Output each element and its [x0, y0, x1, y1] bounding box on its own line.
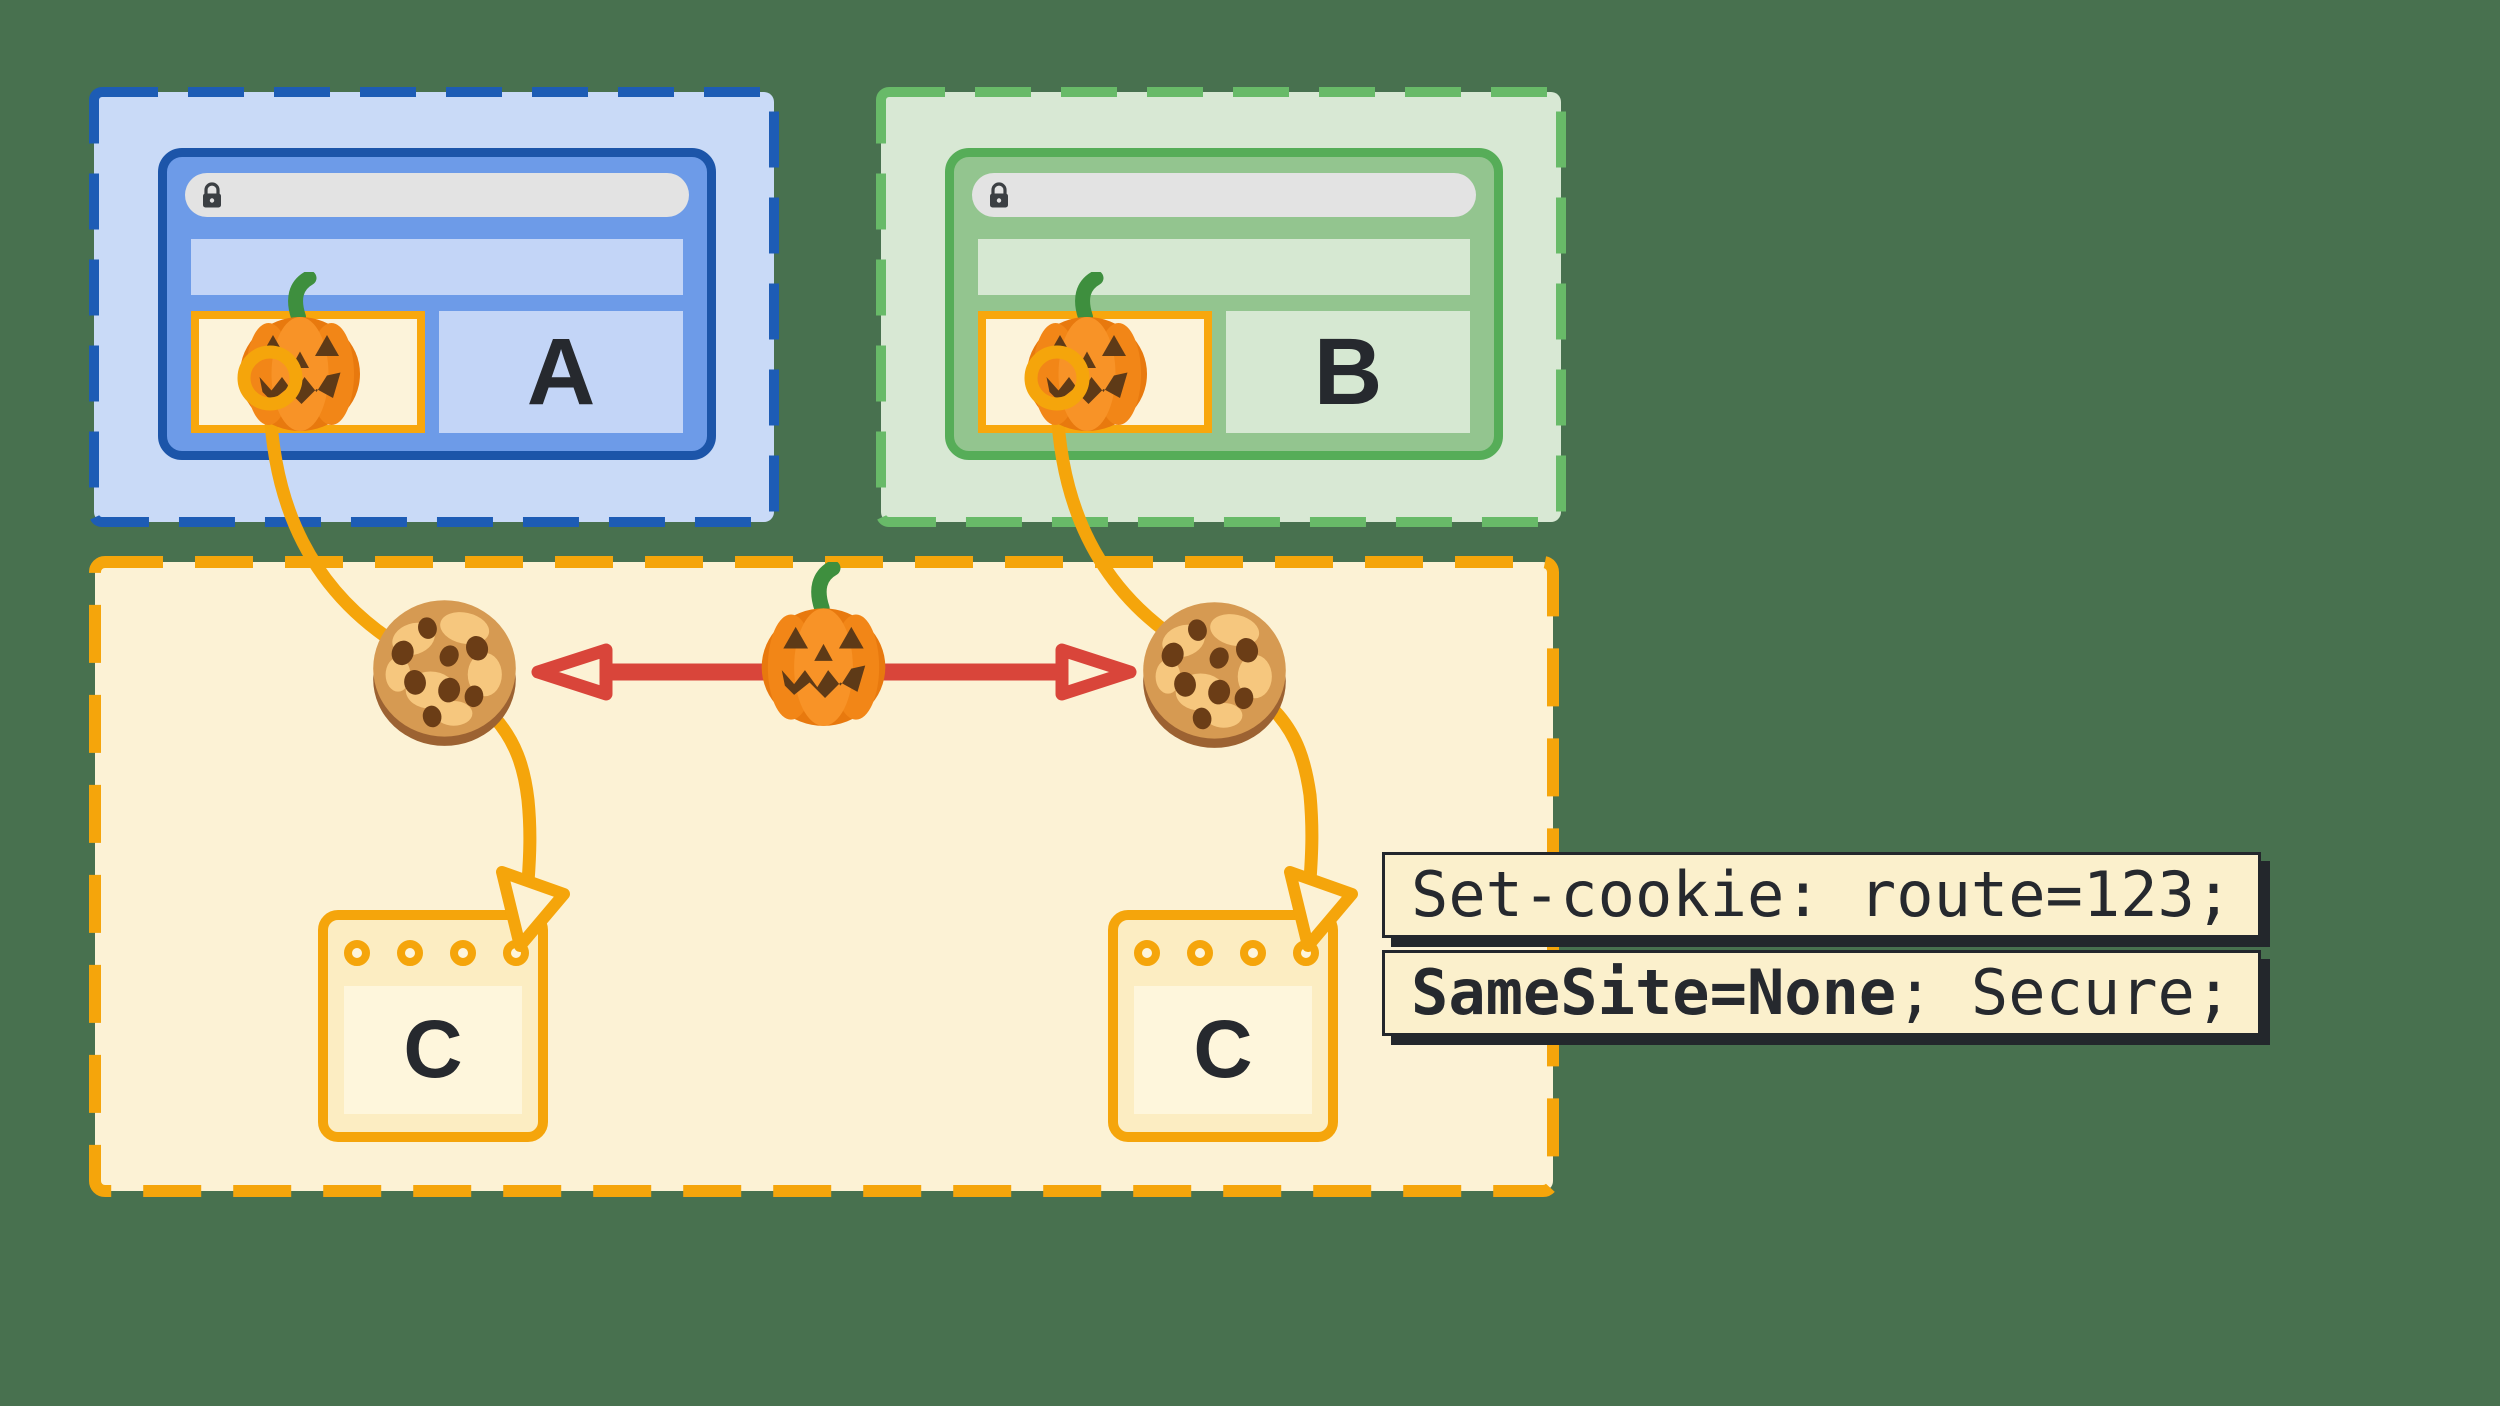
browser-window-b: B [945, 148, 1503, 460]
window-dot [503, 940, 529, 966]
lock-icon [203, 182, 221, 208]
site-c-window-right: C [1108, 910, 1338, 1142]
window-dot [1187, 940, 1213, 966]
site-c-label: C [1193, 1004, 1253, 1095]
window-dot [397, 940, 423, 966]
site-a-label: A [526, 318, 596, 425]
set-cookie-header-line1: Set-cookie: route=123; [1382, 852, 2262, 938]
site-c-window-content: C [1134, 986, 1312, 1114]
window-dots [344, 940, 529, 966]
window-dot [1240, 940, 1266, 966]
site-a-content: A [439, 311, 683, 433]
window-dot [344, 940, 370, 966]
embedded-iframe-b [978, 311, 1212, 433]
browser-window-a: A [158, 148, 716, 460]
embedded-iframe-a [191, 311, 425, 433]
lock-icon [990, 182, 1008, 208]
site-c-window-content: C [344, 986, 522, 1114]
site-b-content: B [1226, 311, 1470, 433]
window-dot [1134, 940, 1160, 966]
code-line2-rest: ; Secure; [1896, 956, 2233, 1029]
set-cookie-header-line2: SameSite=None; Secure; [1382, 950, 2262, 1036]
url-bar [185, 173, 689, 217]
toolbar-strip [191, 239, 683, 295]
window-dot [450, 940, 476, 966]
site-c-window-left: C [318, 910, 548, 1142]
site-b-label: B [1313, 318, 1383, 425]
toolbar-strip [978, 239, 1470, 295]
window-dot [1293, 940, 1319, 966]
window-dots [1134, 940, 1319, 966]
site-c-label: C [403, 1004, 463, 1095]
url-bar [972, 173, 1476, 217]
code-line1: Set-cookie: route=123; [1411, 858, 2233, 931]
code-line2-bold: SameSite=None [1411, 956, 1897, 1029]
